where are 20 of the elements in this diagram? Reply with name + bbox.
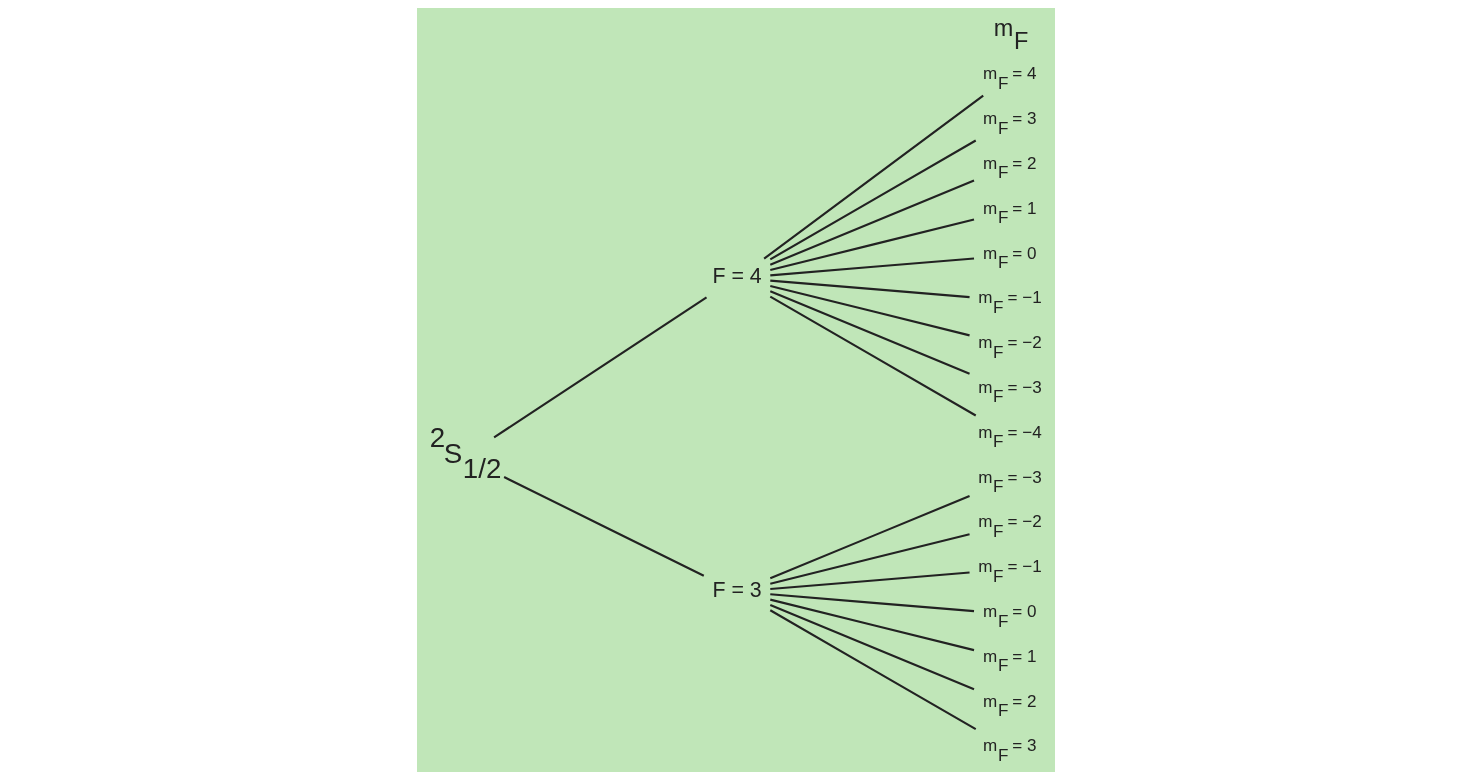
connector xyxy=(769,609,976,731)
node-text: F = 3 xyxy=(712,577,762,602)
connector xyxy=(769,218,974,272)
connector xyxy=(769,295,976,417)
connector xyxy=(769,598,974,652)
connector xyxy=(762,94,984,260)
connector xyxy=(769,279,970,299)
connector xyxy=(769,257,974,277)
connector xyxy=(769,179,974,266)
connector xyxy=(493,296,707,439)
connector xyxy=(769,139,976,261)
connector xyxy=(769,533,970,585)
node-text: F = 4 xyxy=(712,264,762,289)
connector xyxy=(769,593,974,613)
connector xyxy=(503,476,704,577)
connector xyxy=(769,290,970,375)
connector xyxy=(769,603,974,691)
connector xyxy=(769,284,970,337)
connector xyxy=(769,571,970,591)
connector xyxy=(769,495,970,580)
